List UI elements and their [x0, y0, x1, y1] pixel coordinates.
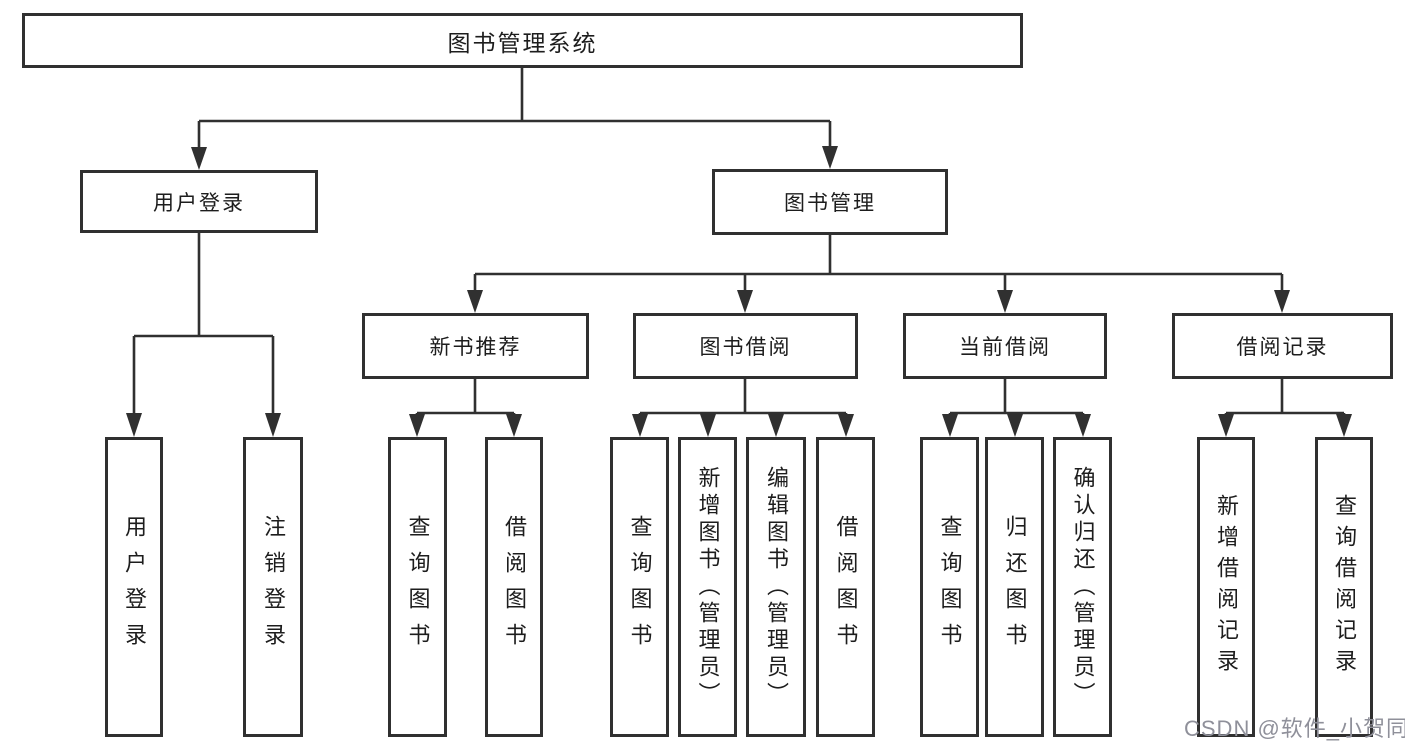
leaf-add-borrow-record: 新增借阅记录 [1197, 437, 1255, 737]
arrow-down-icon [768, 414, 784, 437]
leaf-borrow-books-recommend: 借阅图书 [485, 437, 543, 737]
leaf-logout: 注销登录 [243, 437, 303, 737]
node-root-system: 图书管理系统 [22, 13, 1023, 68]
leaf-label: 新增图书（管理员） [695, 465, 721, 709]
leaf-add-book-admin: 新增图书（管理员） [678, 437, 737, 737]
arrow-down-icon [632, 414, 648, 437]
arrow-down-icon [822, 146, 838, 169]
leaf-label: 编辑图书（管理员） [764, 465, 789, 709]
arrow-down-icon [1218, 414, 1234, 437]
leaf-user-login: 用户登录 [105, 437, 163, 737]
leaf-query-books-current: 查询图书 [920, 437, 979, 737]
node-book-management: 图书管理 [712, 169, 948, 235]
leaf-label: 查询图书 [627, 515, 653, 659]
node-user-login: 用户登录 [80, 170, 318, 233]
arrow-down-icon [1336, 414, 1352, 437]
leaf-label: 借阅图书 [833, 515, 859, 659]
connector-new-book-recommend [415, 379, 516, 417]
arrow-down-icon [1274, 290, 1290, 313]
connector-book-borrow [638, 379, 848, 417]
arrow-down-icon [1075, 414, 1091, 437]
leaf-label: 归还图书 [1002, 515, 1028, 659]
arrow-down-icon [409, 414, 425, 437]
arrow-down-icon [191, 147, 207, 170]
connector-book-management [473, 235, 1284, 293]
connector-current-borrow [948, 379, 1085, 417]
node-current-borrow: 当前借阅 [903, 313, 1107, 379]
arrow-down-icon [1007, 414, 1023, 437]
node-new-book-recommend: 新书推荐 [362, 313, 589, 379]
leaf-return-book: 归还图书 [985, 437, 1044, 737]
leaf-label: 查询图书 [405, 515, 431, 659]
leaf-edit-book-admin: 编辑图书（管理员） [746, 437, 806, 737]
arrow-down-icon [126, 413, 142, 437]
leaf-label: 借阅图书 [502, 515, 527, 659]
arrow-down-icon [838, 414, 854, 437]
arrow-down-icon [942, 414, 958, 437]
arrow-down-icon [737, 290, 753, 313]
leaf-query-borrow-record: 查询借阅记录 [1315, 437, 1373, 737]
connector-borrow-records [1224, 379, 1346, 417]
leaf-label: 查询图书 [937, 515, 963, 659]
arrow-down-icon [265, 413, 281, 437]
node-book-borrow: 图书借阅 [633, 313, 858, 379]
arrow-down-icon [506, 414, 522, 437]
leaf-label: 用户登录 [122, 515, 147, 659]
leaf-label: 新增借阅记录 [1214, 494, 1239, 680]
leaf-query-books-recommend: 查询图书 [388, 437, 447, 737]
leaf-query-books-borrow: 查询图书 [610, 437, 669, 737]
leaf-label: 确认归还（管理员） [1070, 465, 1096, 709]
arrow-down-icon [700, 414, 716, 437]
arrow-down-icon [467, 290, 483, 313]
node-borrow-records: 借阅记录 [1172, 313, 1393, 379]
connector-root [197, 67, 832, 150]
leaf-label: 查询借阅记录 [1332, 494, 1357, 680]
connector-user-login [132, 233, 275, 418]
leaf-confirm-return-admin: 确认归还（管理员） [1053, 437, 1112, 737]
arrow-down-icon [997, 290, 1013, 313]
leaf-borrow-books: 借阅图书 [816, 437, 875, 737]
csdn-watermark: CSDN @软件_小贺同学 [1184, 716, 1405, 741]
leaf-label: 注销登录 [261, 515, 286, 659]
